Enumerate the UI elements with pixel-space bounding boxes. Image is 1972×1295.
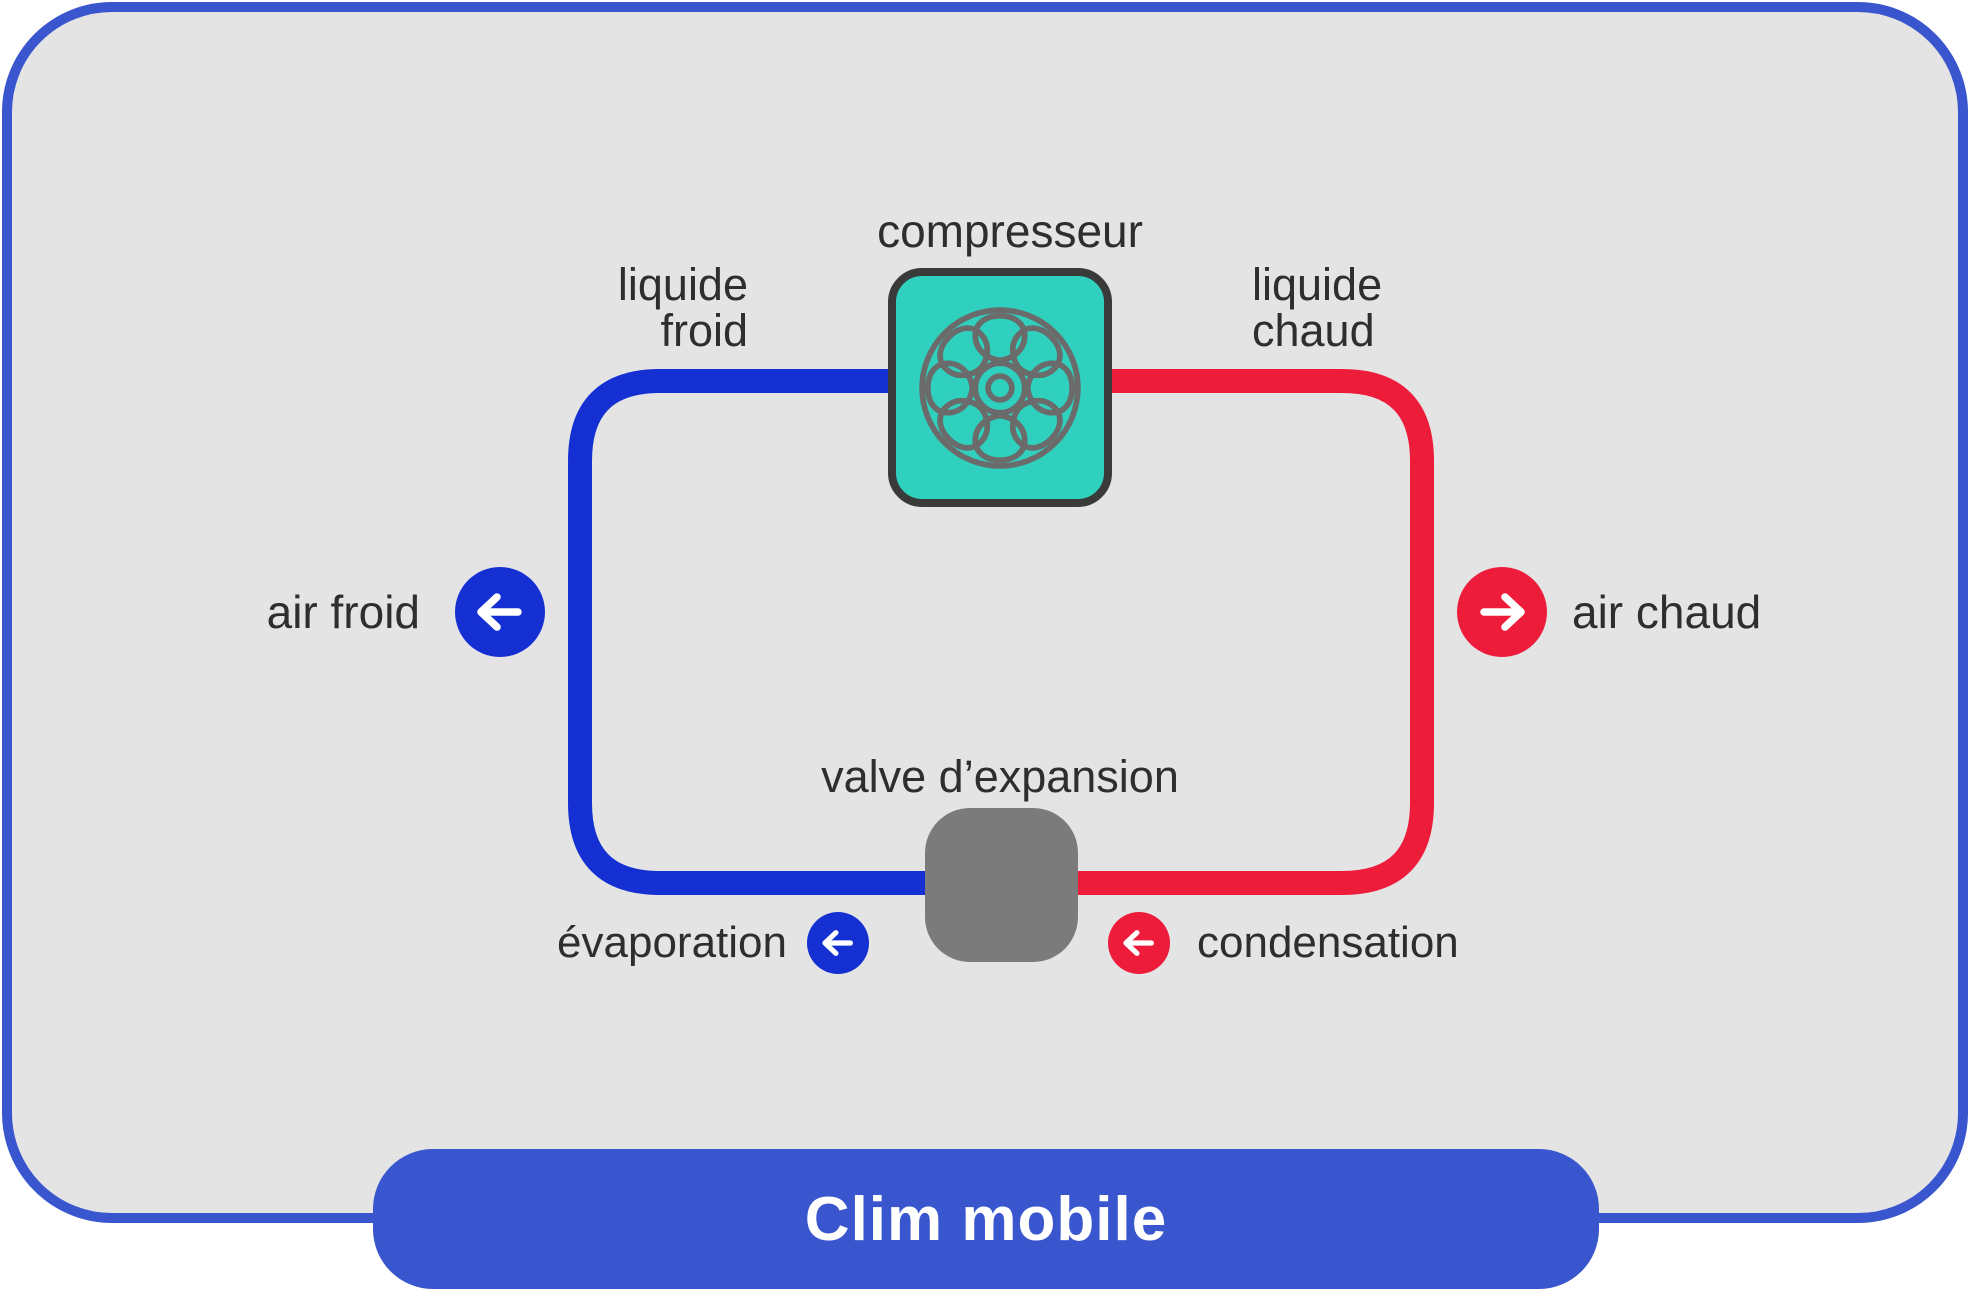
arrow-left-icon bbox=[1123, 930, 1154, 956]
liquid-hot-label: liquide chaud bbox=[1252, 259, 1383, 357]
evaporation-arrow-badge bbox=[807, 912, 869, 974]
arrow-right-icon bbox=[1480, 593, 1525, 631]
cold-pipe bbox=[568, 369, 1000, 895]
page-title: Clim mobile bbox=[804, 1184, 1168, 1254]
title-pill: Clim mobile bbox=[373, 1149, 1599, 1289]
air-hot-label: air chaud bbox=[1572, 586, 1762, 638]
air-cold-arrow-badge bbox=[455, 567, 545, 657]
air-hot-arrow-badge bbox=[1457, 567, 1547, 657]
diagram-card bbox=[2, 2, 1968, 1223]
air-cold-label: air froid bbox=[266, 586, 420, 638]
expansion-valve-label: valve d’expansion bbox=[821, 751, 1179, 802]
compressor-box bbox=[888, 268, 1112, 507]
arrow-left-icon bbox=[477, 593, 522, 631]
fan-icon bbox=[919, 306, 1081, 469]
condensation-arrow-badge bbox=[1108, 912, 1170, 974]
evaporation-label: évaporation bbox=[557, 918, 787, 967]
condensation-label: condensation bbox=[1197, 918, 1459, 967]
liquid-cold-label: liquide froid bbox=[617, 259, 748, 357]
hot-pipe bbox=[1000, 369, 1434, 895]
arrow-left-icon bbox=[822, 930, 853, 956]
compressor-label: compresseur bbox=[877, 205, 1143, 257]
expansion-valve-box bbox=[925, 808, 1078, 962]
